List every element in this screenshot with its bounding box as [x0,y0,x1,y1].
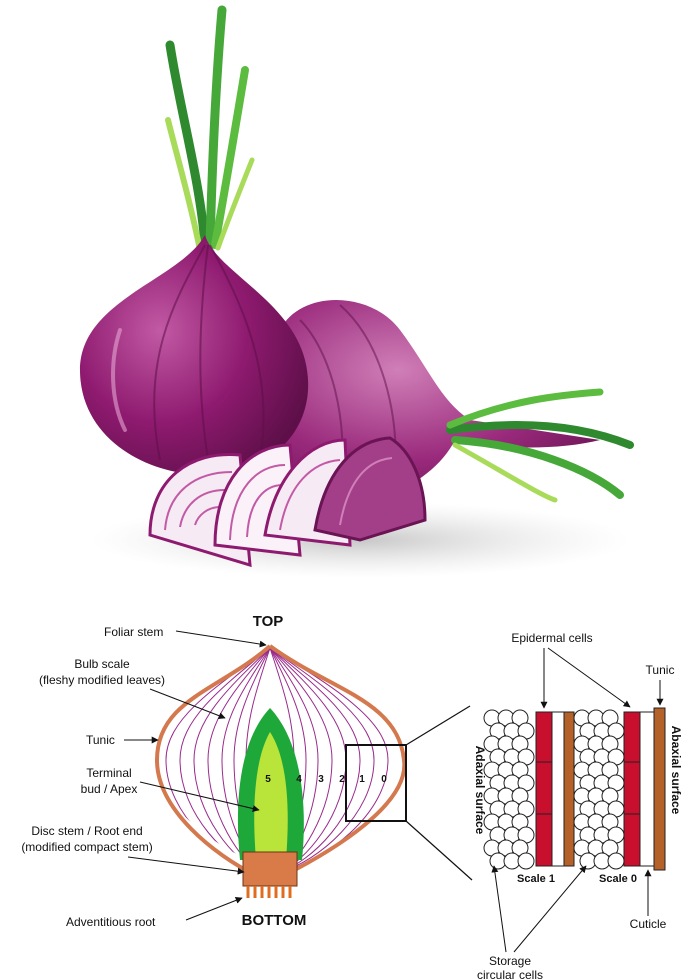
epidermal-cells-scale1 [536,712,552,866]
scale-number-2: 2 [339,774,345,785]
tunic-left-label: Tunic [86,733,115,747]
front-onion [80,10,308,475]
tunic-bar [654,708,665,870]
bottom-label: BOTTOM [242,912,307,929]
adaxial-surface-label: Adaxial surface [473,746,487,835]
zoom-box [346,745,406,821]
adventitious-roots [248,886,290,898]
bulb-scale-label-1: Bulb scale [74,657,130,671]
bulb-scale-label-2: (fleshy modified leaves) [39,673,165,687]
storage-cell [608,853,624,869]
zoom-line-bottom [406,821,472,880]
onion-section-diagram: 5 4 3 2 1 0 TOP BOTTOM Foliar stem Bulb … [21,613,472,929]
adventitious-root-arrow [186,898,242,920]
storage-cells-middle [574,710,624,869]
scale-number-1: 1 [359,774,365,785]
epidermal-cells-label: Epidermal cells [511,631,592,645]
cuticle-label: Cuticle [630,917,667,931]
adventitious-root-label: Adventitious root [66,915,156,929]
foliar-stem-arrow [176,631,266,645]
scale-number-4: 4 [296,774,302,785]
disc-stem-label-1: Disc stem / Root end [31,824,142,838]
epidermal-cells-scale0 [624,712,640,866]
scale0-white-layer [640,712,654,866]
storage-cells-label-1: Storage [489,954,531,968]
scale0-label: Scale 0 [599,873,637,885]
scale-number-3: 3 [318,774,324,785]
terminal-bud-label-1: Terminal [86,766,131,780]
scale-number-5: 5 [265,774,271,785]
scale1-tunic-bar [564,712,574,866]
scale-number-0: 0 [381,774,387,785]
storage-cells-label-2: circular cells [477,968,543,980]
red-onion-illustration [80,10,630,578]
cell-detail: Epidermal cells Tunic Adaxial surface Ab… [473,631,683,980]
epidermal-arrow-2 [548,648,630,707]
zoom-line-top [406,706,470,745]
scale1-label: Scale 1 [517,873,555,885]
disc-stem [243,852,297,886]
foliar-stem-label: Foliar stem [104,625,163,639]
top-label: TOP [253,613,284,630]
disc-stem-label-2: (modified compact stem) [21,840,152,854]
storage-cells-left [484,710,534,869]
scale1-white-layer [552,712,564,866]
storage-cell [518,853,534,869]
tunic-right-label: Tunic [646,663,675,677]
terminal-bud-label-2: bud / Apex [81,782,138,796]
storage-arrow-1 [494,866,506,952]
abaxial-surface-label: Abaxial surface [669,726,683,815]
